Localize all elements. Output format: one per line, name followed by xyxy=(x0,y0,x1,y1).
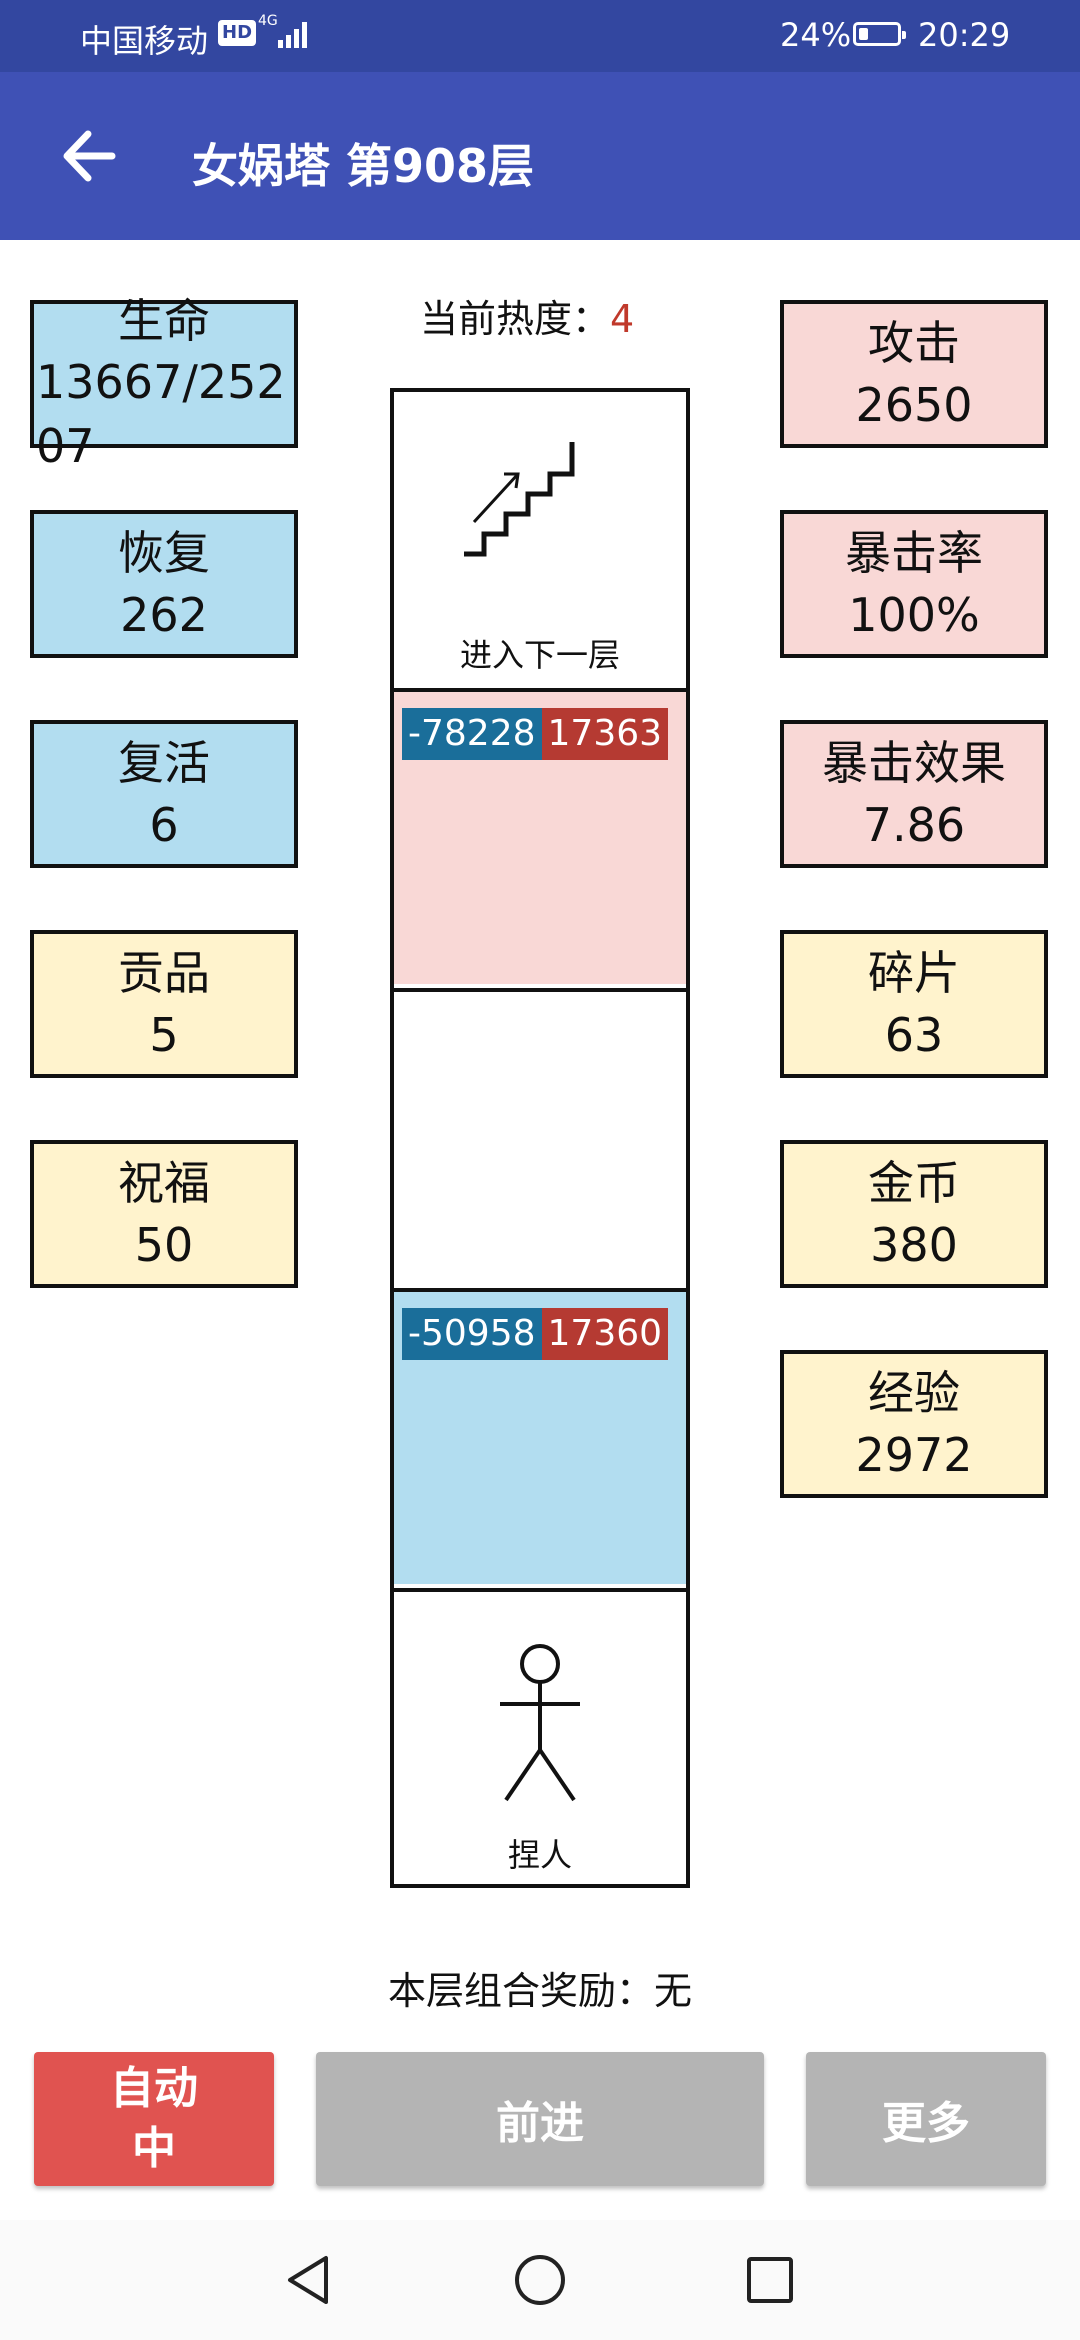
enemy-hp: 17363 xyxy=(541,708,669,760)
stat-attack: 攻击 2650 xyxy=(780,300,1048,448)
battery-percent: 24% xyxy=(780,16,852,54)
stat-life: 生命 13667/25207 xyxy=(30,294,298,473)
stairs-icon xyxy=(464,442,575,557)
stat-label: 攻击 xyxy=(868,316,960,370)
stat-label: 暴击率 xyxy=(845,526,983,580)
exit-floor-label: 进入下一层 xyxy=(459,636,620,674)
tower-floor-enemy[interactable]: -50958 17360 xyxy=(394,1288,686,1584)
enemy-damage: -78228 xyxy=(402,708,542,760)
tower: 进入下一层 -78228 17363 -50958 17360 捏人 xyxy=(390,388,690,1888)
stat-value: 50 xyxy=(134,1218,194,1272)
auto-button[interactable]: 自动中 xyxy=(34,2052,274,2186)
enemy-damage: -50958 xyxy=(402,1308,542,1360)
enemy-stats: -50958 17360 xyxy=(402,1308,669,1360)
app-bar: 女娲塔 第908层 xyxy=(0,72,1080,240)
hd-badge: HD xyxy=(218,20,257,46)
more-button[interactable]: 更多 xyxy=(806,2052,1046,2186)
stat-value: 100% xyxy=(848,588,980,642)
floor-reward: 本层组合奖励：无 xyxy=(387,1969,692,2013)
stat-recovery: 恢复 262 xyxy=(30,510,298,658)
stat-value: 2972 xyxy=(855,1428,973,1482)
tower-floor-player[interactable]: 捏人 xyxy=(394,1588,686,1888)
arrow-left-icon[interactable] xyxy=(56,122,124,190)
network-type: 4G xyxy=(258,13,278,29)
tower-floor-exit[interactable]: 进入下一层 xyxy=(394,392,686,688)
forward-button[interactable]: 前进 xyxy=(316,2052,764,2186)
stat-label: 复活 xyxy=(118,736,210,790)
stat-label: 贡品 xyxy=(118,946,210,1000)
heat-indicator: 当前热度：4 xyxy=(420,288,634,343)
tower-floor-enemy[interactable]: -78228 17363 xyxy=(394,688,686,984)
stat-crit-effect: 暴击效果 7.86 xyxy=(780,720,1048,868)
system-nav-bar xyxy=(0,2220,1080,2340)
stat-label: 碎片 xyxy=(868,946,960,1000)
stat-value: 63 xyxy=(884,1008,944,1062)
stat-label: 金币 xyxy=(868,1156,960,1210)
stat-label: 经验 xyxy=(868,1366,960,1420)
player-label: 捏人 xyxy=(507,1836,572,1874)
heat-label: 当前热度： xyxy=(420,297,611,341)
battery-icon xyxy=(853,22,906,46)
stick-figure-icon xyxy=(500,1644,580,1802)
stat-tribute: 贡品 5 xyxy=(30,930,298,1078)
status-bar: 中国移动 HD 4G 24% 20:29 xyxy=(0,0,1080,72)
stat-label: 暴击效果 xyxy=(822,736,1006,790)
stat-fragments: 碎片 63 xyxy=(780,930,1048,1078)
triangle-back-icon[interactable] xyxy=(280,2250,340,2310)
carrier-name: 中国移动 xyxy=(80,22,209,60)
stat-value: 6 xyxy=(149,798,179,852)
stat-revive: 复活 6 xyxy=(30,720,298,868)
stat-label: 恢复 xyxy=(118,526,210,580)
stat-value: 2650 xyxy=(855,378,973,432)
enemy-hp: 17360 xyxy=(541,1308,669,1360)
stat-value: 262 xyxy=(120,588,208,642)
stat-value: 7.86 xyxy=(862,798,966,852)
stat-label: 生命 xyxy=(118,294,210,348)
stat-value: 380 xyxy=(870,1218,958,1272)
signal-icon xyxy=(278,22,312,48)
tower-floor-empty[interactable] xyxy=(394,988,686,1284)
clock: 20:29 xyxy=(918,16,1011,54)
circle-home-icon[interactable] xyxy=(510,2250,570,2310)
heat-value: 4 xyxy=(610,297,635,341)
stat-value: 5 xyxy=(149,1008,179,1062)
stat-blessing: 祝福 50 xyxy=(30,1140,298,1288)
enemy-stats: -78228 17363 xyxy=(402,708,669,760)
stat-crit-rate: 暴击率 100% xyxy=(780,510,1048,658)
stat-experience: 经验 2972 xyxy=(780,1350,1048,1498)
square-recents-icon[interactable] xyxy=(740,2250,800,2310)
stat-label: 祝福 xyxy=(118,1156,210,1210)
page-title: 女娲塔 第908层 xyxy=(192,139,535,193)
stat-gold: 金币 380 xyxy=(780,1140,1048,1288)
stat-value: 13667/25207 xyxy=(36,355,286,473)
